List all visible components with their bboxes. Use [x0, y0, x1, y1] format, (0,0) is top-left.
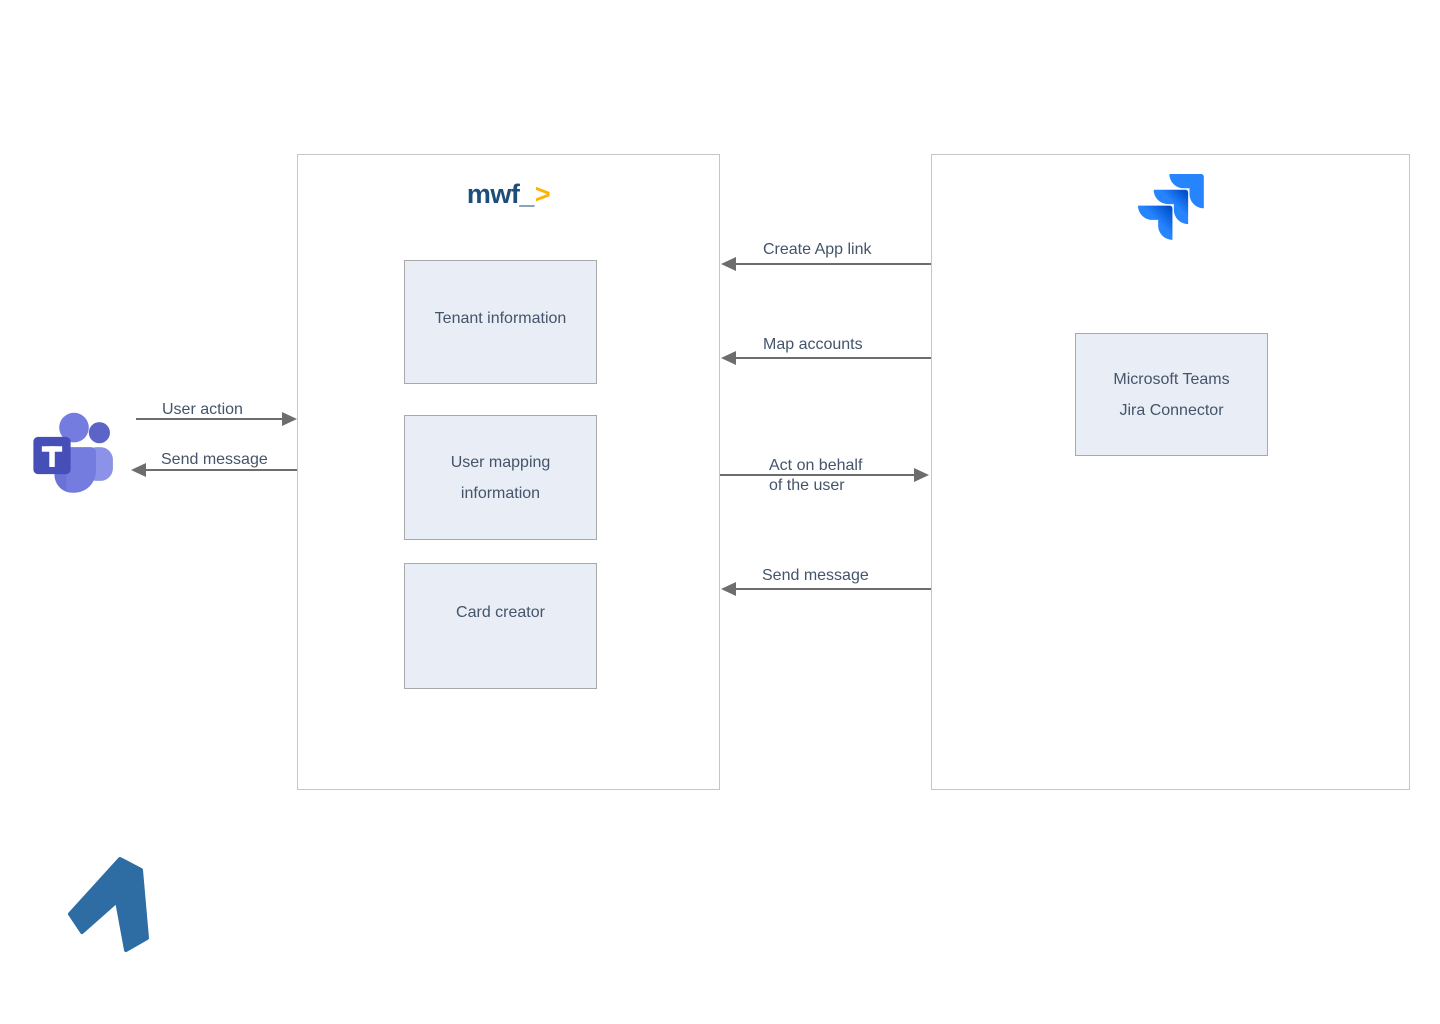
arrowhead-left-icon [131, 463, 146, 477]
mwf-logo: mwf_> [297, 179, 720, 210]
mwf-logo-text: mwf_ [466, 179, 535, 209]
teams-jira-connector-box: Microsoft Teams Jira Connector [1075, 333, 1268, 456]
user-mapping-label-line2: information [460, 484, 541, 502]
card-creator-box: Card creator [404, 563, 597, 689]
map-accounts-label: Map accounts [763, 336, 863, 353]
tenant-information-label: Tenant information [434, 309, 567, 327]
arrowhead-left-icon [721, 257, 736, 271]
act-on-behalf-label-line1: Act on behalf [769, 457, 863, 474]
create-app-link-label: Create App link [763, 241, 872, 258]
jira-logo-icon [1138, 174, 1204, 240]
user-mapping-information-box: User mapping information [404, 415, 597, 540]
arrow-send-message-to-mwf [721, 582, 931, 596]
send-message-to-teams-label: Send message [161, 451, 268, 468]
arrowhead-right-icon [282, 412, 297, 426]
microsoft-teams-icon [30, 410, 118, 496]
arrow-send-message-to-teams [131, 463, 297, 477]
mwf-logo-accent: > [534, 179, 551, 209]
send-message-to-mwf-label: Send message [762, 567, 869, 584]
tenant-information-box: Tenant information [404, 260, 597, 384]
arrow-user-action [136, 412, 297, 426]
connector-label-line1: Microsoft Teams [1113, 370, 1230, 388]
act-on-behalf-label: Act on behalf of the user [769, 456, 862, 496]
card-creator-label: Card creator [456, 603, 545, 621]
jira-panel [931, 154, 1410, 790]
arrow-create-app-link [721, 257, 931, 271]
connector-label-line2: Jira Connector [1119, 401, 1224, 419]
arrow-act-on-behalf [720, 468, 929, 482]
arrow-map-accounts [721, 351, 931, 365]
arrowhead-left-icon [721, 582, 736, 596]
company-arrow-logo-icon [62, 855, 154, 955]
arrowhead-right-icon [914, 468, 929, 482]
user-action-label: User action [162, 401, 243, 418]
arrowhead-left-icon [721, 351, 736, 365]
act-on-behalf-label-line2: of the user [769, 477, 845, 494]
user-mapping-label-line1: User mapping [450, 453, 551, 471]
